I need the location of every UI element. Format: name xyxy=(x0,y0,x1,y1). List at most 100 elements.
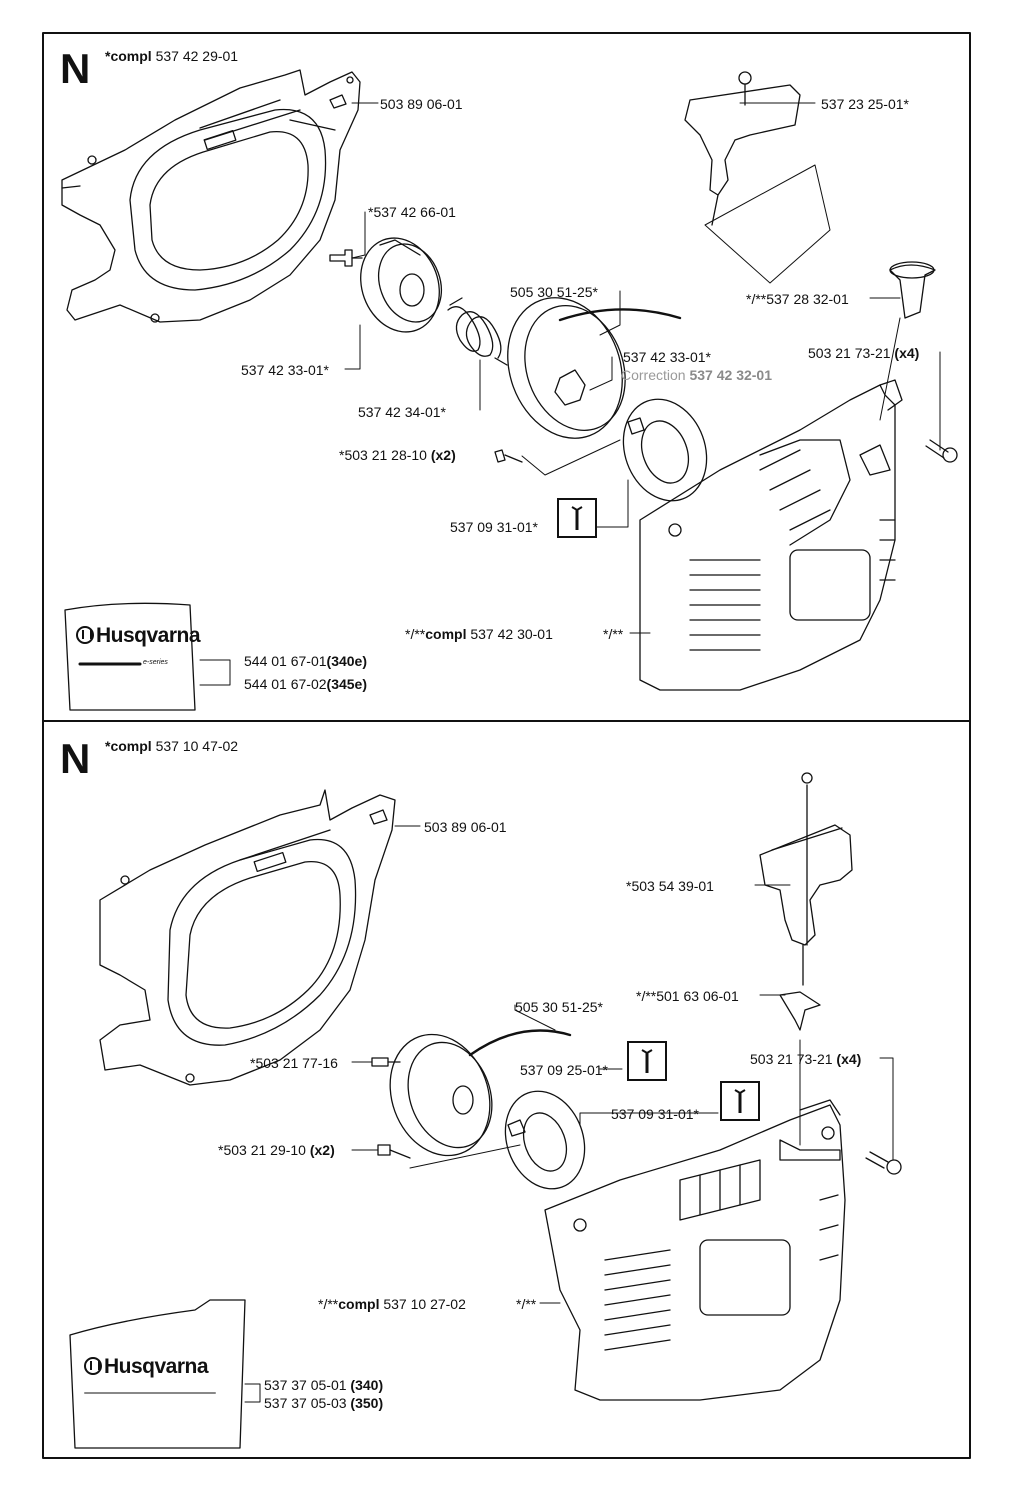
part-label: *537 42 66-01 xyxy=(368,204,456,220)
starter-cover-icon xyxy=(639,379,903,691)
part-label: */**501 63 06-01 xyxy=(636,988,739,1004)
part-number: *503 21 28-10 xyxy=(339,447,427,463)
part-label-qty: *503 21 28-10 (x2) xyxy=(339,447,456,463)
quantity: (x4) xyxy=(894,345,920,361)
wrench-icon xyxy=(571,506,583,530)
part-label-qty: 503 21 73-21 (x4) xyxy=(750,1051,861,1067)
brand-logo: Husqvarna xyxy=(76,624,201,648)
correction-number: 537 42 32-01 xyxy=(689,367,773,383)
part-label: 537 42 33-01* xyxy=(623,349,711,365)
correction-label: Correction 537 42 32-01 xyxy=(621,367,772,383)
screw-icon xyxy=(371,1057,401,1067)
decal-number: 544 01 67-01 xyxy=(244,653,327,669)
brand-logo: Husqvarna xyxy=(84,1355,209,1379)
screw-icon xyxy=(865,1151,902,1175)
quantity: (x4) xyxy=(836,1051,862,1067)
compl-label: *compl 537 42 29-01 xyxy=(105,48,238,64)
cover-suffix-label: */** xyxy=(603,626,624,642)
recoil-spring-icon xyxy=(622,398,708,502)
screw-icon xyxy=(329,249,363,267)
part-label: 537 09 25-01* xyxy=(520,1062,608,1078)
part-label: 537 23 25-01* xyxy=(821,96,909,112)
part-number: *503 21 29-10 xyxy=(218,1142,306,1158)
compl-number: 537 10 47-02 xyxy=(155,738,239,754)
decal-number: 537 37 05-01 xyxy=(264,1377,347,1393)
cover-compl-label: */**compl 537 42 30-01 xyxy=(405,626,553,642)
part-label-qty: *503 21 29-10 (x2) xyxy=(218,1142,335,1158)
service-tool-box xyxy=(720,1081,760,1121)
quantity: (x2) xyxy=(430,447,456,463)
decal-model: (350) xyxy=(350,1395,384,1411)
decal-model: (340e) xyxy=(326,653,367,669)
outer-frame xyxy=(42,32,971,1459)
part-label: 537 09 31-01* xyxy=(611,1106,699,1122)
wrench-icon xyxy=(641,1049,653,1073)
screw-icon xyxy=(925,439,958,463)
leader-lines xyxy=(244,825,894,1403)
rope-bushing-icon xyxy=(889,261,936,319)
pulley-icon xyxy=(360,237,442,333)
starter-handle-icon xyxy=(684,71,801,226)
logo-text: Husqvarna xyxy=(104,1355,209,1378)
decal-shape xyxy=(64,602,196,711)
decal-label: 544 01 67-01(340e) xyxy=(244,653,367,669)
decal-shape xyxy=(69,1299,246,1449)
part-label: 505 30 51-25* xyxy=(510,284,598,300)
part-label: 503 89 06-01 xyxy=(424,819,507,835)
part-number: 503 21 73-21 xyxy=(750,1051,833,1067)
decal-number: 544 01 67-02 xyxy=(244,676,327,692)
decal-model: (345e) xyxy=(326,676,367,692)
husqvarna-logo-icon xyxy=(84,1357,102,1375)
decal-label: 537 37 05-03 (350) xyxy=(264,1395,383,1411)
cover-suffix-label: */** xyxy=(516,1296,537,1312)
cover-number: 537 42 30-01 xyxy=(470,626,553,642)
panel-letter: N xyxy=(60,735,91,782)
cover-compl: compl xyxy=(425,626,467,642)
decal-label: 544 01 67-02(345e) xyxy=(244,676,367,692)
wrench-icon xyxy=(734,1089,746,1113)
housing-plate-icon xyxy=(61,69,361,323)
compl-number: 537 42 29-01 xyxy=(155,48,239,64)
cover-compl-label: */**compl 537 10 27-02 xyxy=(318,1296,466,1312)
part-number: 503 21 73-21 xyxy=(808,345,891,361)
leader-lines xyxy=(199,102,941,686)
part-label: *503 54 39-01 xyxy=(626,878,714,894)
part-label: 505 30 51-25* xyxy=(515,999,603,1015)
compl-label: *compl 537 10 47-02 xyxy=(105,738,238,754)
part-label-qty: 503 21 73-21 (x4) xyxy=(808,345,919,361)
recoil-spring-icon xyxy=(504,1090,586,1190)
screw-icon xyxy=(377,1144,411,1159)
decal-number: 537 37 05-03 xyxy=(264,1395,347,1411)
part-label: 537 42 34-01* xyxy=(358,404,446,420)
starter-handle-icon xyxy=(759,772,853,986)
part-label: 503 89 06-01 xyxy=(380,96,463,112)
service-tool-box xyxy=(557,498,597,538)
husqvarna-logo-icon xyxy=(76,626,94,644)
part-label: 537 42 33-01* xyxy=(241,362,329,378)
cover-number: 537 10 27-02 xyxy=(383,1296,466,1312)
cover-prefix: */** xyxy=(405,626,426,642)
quantity: (x2) xyxy=(309,1142,335,1158)
starter-cover-icon xyxy=(544,1099,846,1401)
cover-compl: compl xyxy=(338,1296,380,1312)
panel-letter: N xyxy=(60,45,91,92)
compl-prefix: *compl xyxy=(105,48,152,64)
part-label: *503 21 77-16 xyxy=(250,1055,338,1071)
service-tool-box xyxy=(627,1041,667,1081)
decal-model: (340) xyxy=(350,1377,384,1393)
logo-text: Husqvarna xyxy=(96,624,201,647)
rope-bushing-icon xyxy=(779,991,821,1031)
decal-label: 537 37 05-01 (340) xyxy=(264,1377,383,1393)
part-label: */**537 28 32-01 xyxy=(746,291,849,307)
correction-word: Correction xyxy=(621,367,686,383)
cover-prefix: */** xyxy=(318,1296,339,1312)
housing-plate-icon xyxy=(99,789,396,1086)
part-label: 537 09 31-01* xyxy=(450,519,538,535)
logo-subtitle: e-series xyxy=(143,659,168,666)
spring-icon xyxy=(447,297,508,366)
screw-icon xyxy=(494,449,523,463)
starter-pulley-icon xyxy=(507,297,682,439)
starter-pulley-icon xyxy=(389,1029,572,1157)
